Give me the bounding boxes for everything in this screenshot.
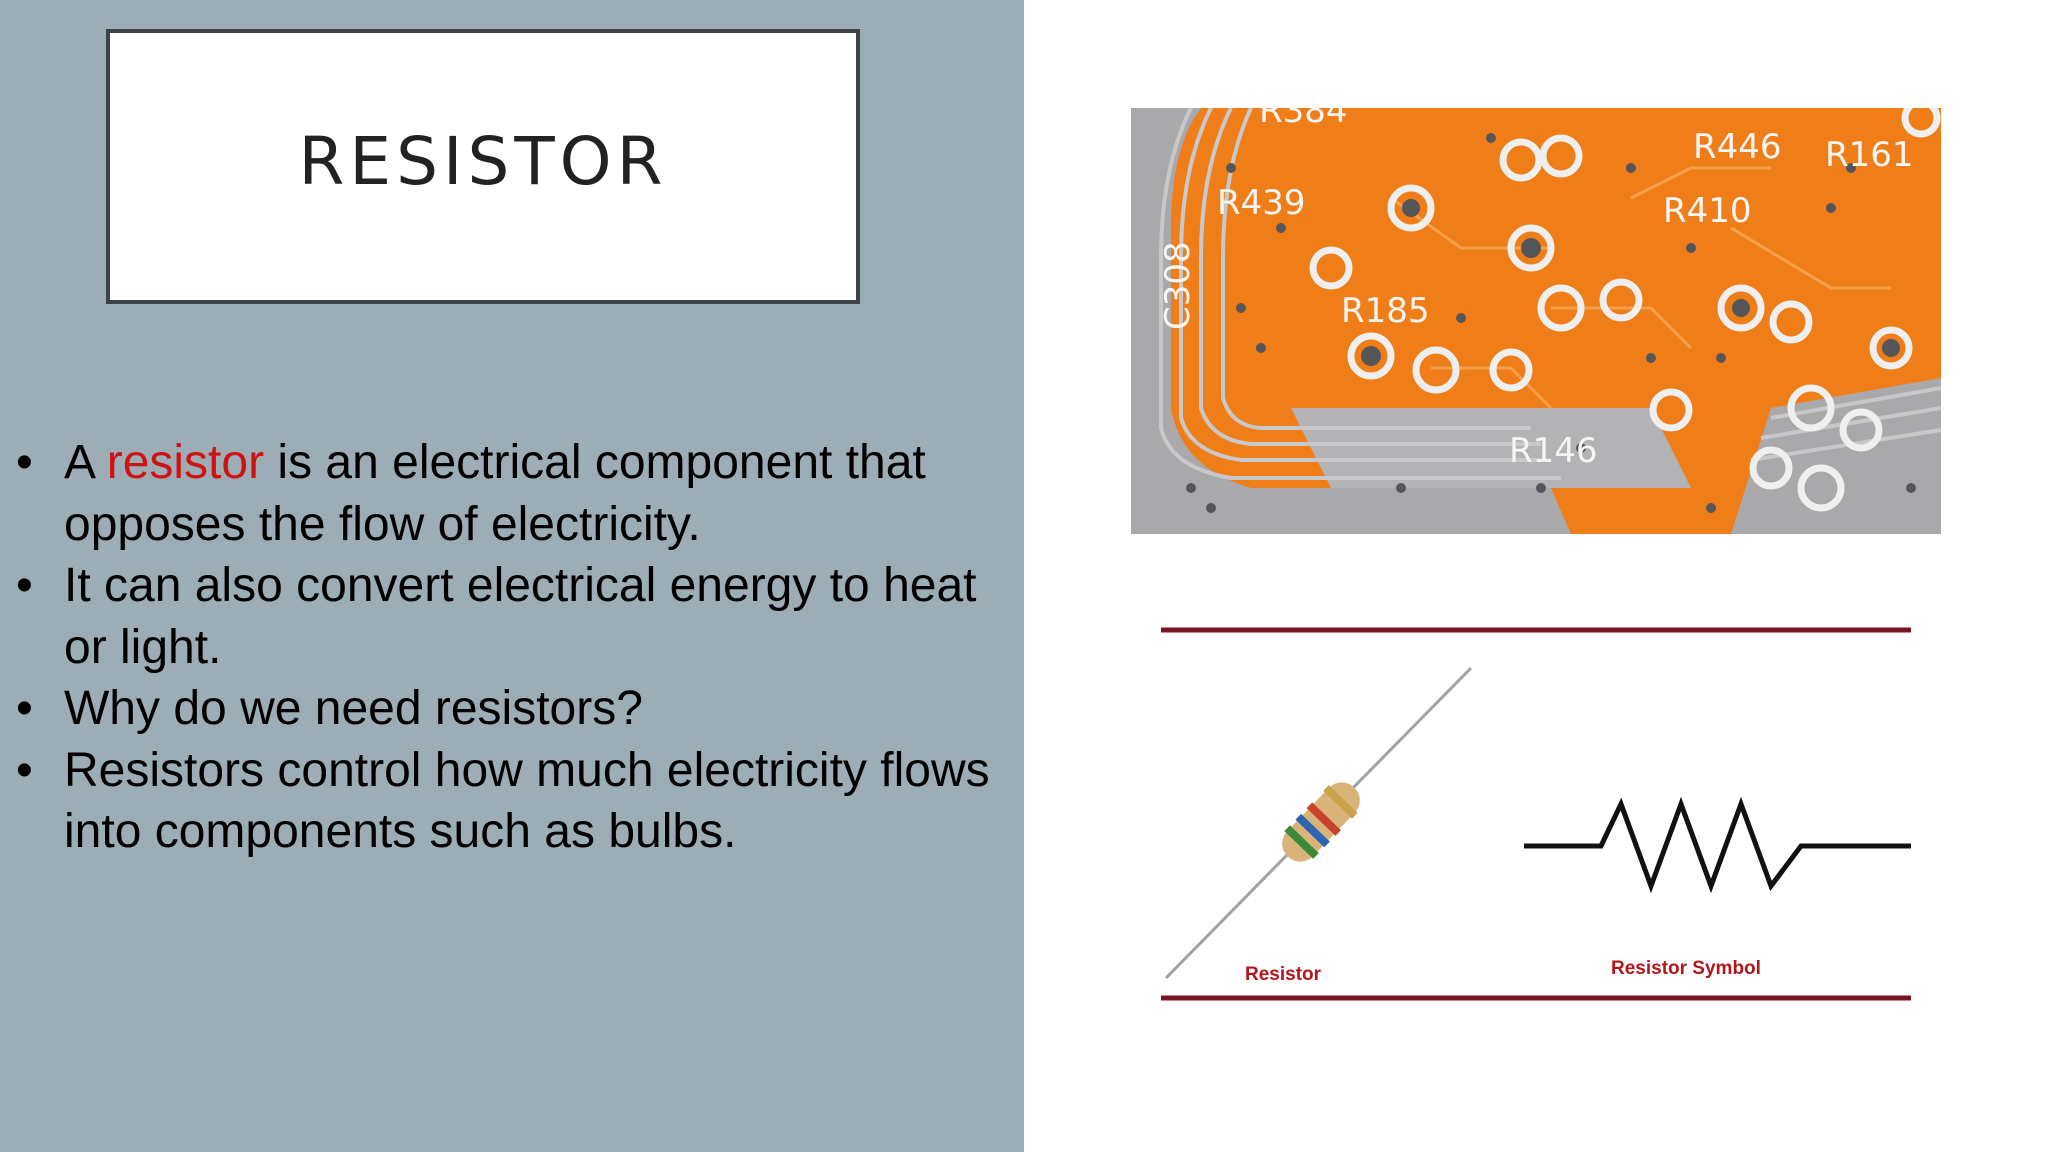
bullet-item: • A resistor is an electrical component … <box>16 432 1016 555</box>
bullet-glyph: • <box>16 743 33 797</box>
resistor-symbol <box>1524 796 1911 894</box>
slide-title: RESISTOR <box>298 123 668 200</box>
bullet-highlight: resistor <box>106 436 265 489</box>
bullet-item: • Why do we need resistors? <box>16 678 1016 740</box>
pcb-label: R185 <box>1341 291 1430 331</box>
resistor-component <box>1164 666 1473 980</box>
bullet-lead: A <box>64 436 107 489</box>
bullet-glyph: • <box>16 682 33 735</box>
pcb-label: R161 <box>1825 135 1914 175</box>
pcb-graphic: R384 R439 R446 R161 R410 C308 R185 R146 <box>1131 108 1941 534</box>
pcb-pads <box>1309 108 1941 512</box>
resistor-label: Resistor <box>1245 964 1322 985</box>
bullet-item: • It can also convert electrical energy … <box>16 555 1016 678</box>
pcb-label: C308 <box>1158 241 1198 330</box>
resistor-diagram-graphic: Resistor Resistor Symbol <box>1161 626 1911 1004</box>
resistor-symbol-label: Resistor Symbol <box>1611 958 1761 979</box>
bullet-text: Why do we need resistors? <box>64 682 643 735</box>
bullet-list: • A resistor is an electrical component … <box>16 432 1016 863</box>
bullet-text: Resistors control how much electricity f… <box>64 743 990 859</box>
pcb-label: R410 <box>1663 191 1752 231</box>
pcb-label: R146 <box>1509 431 1598 471</box>
pcb-label: R384 <box>1259 108 1348 131</box>
bullet-glyph: • <box>16 436 33 489</box>
bullet-text: It can also convert electrical energy to… <box>64 559 977 674</box>
bullet-rest: is an electrical component that opposes … <box>64 436 926 551</box>
left-panel: RESISTOR • A resistor is an electrical c… <box>0 0 1024 1152</box>
title-box: RESISTOR <box>106 29 860 304</box>
pcb-label: R439 <box>1217 183 1306 223</box>
resistor-diagram: Resistor Resistor Symbol <box>1161 626 1911 1004</box>
bullet-item: • Resistors control how much electricity… <box>16 740 1016 863</box>
pcb-label: R446 <box>1693 127 1782 167</box>
pcb-holes <box>1186 133 1916 513</box>
bullet-glyph: • <box>16 559 33 612</box>
pcb-image: R384 R439 R446 R161 R410 C308 R185 R146 <box>1131 108 1941 534</box>
pcb-traces <box>1159 108 1941 480</box>
diagram-background <box>1161 626 1911 1004</box>
